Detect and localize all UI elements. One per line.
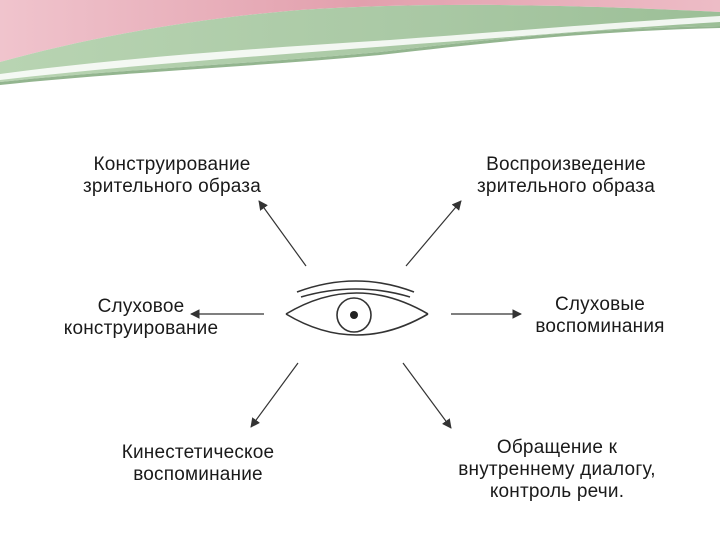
label-kinesthetic-line2: воспоминание	[133, 464, 263, 485]
label-auditory-recall-line1: Слуховые	[554, 294, 646, 315]
label-visual-recall: Воспроизведение зрительного образа	[461, 154, 671, 198]
label-visual-recall-line2: зрительного образа	[477, 176, 655, 197]
label-auditory-recall-line2: воспоминания	[535, 316, 665, 337]
eye-brow-outer	[296, 280, 415, 293]
label-auditory-construct-line2: конструирование	[63, 318, 219, 339]
arrow-internal-dialogue	[402, 362, 452, 429]
eye-upper-lid	[285, 292, 429, 315]
label-internal-dialogue: Обращение к внутреннему диалогу, контрол…	[443, 437, 671, 503]
eye-pupil	[350, 311, 358, 319]
label-visual-construct-line2: зрительного образа	[83, 176, 261, 197]
eye-lower-lid	[285, 313, 429, 336]
label-auditory-construct-line1: Слуховое	[97, 296, 185, 317]
label-internal-dialogue-line3: контроль речи.	[489, 481, 625, 502]
banner-pink-band	[0, 0, 720, 62]
arrow-visual-construct	[258, 200, 307, 267]
eye-icon	[285, 280, 429, 336]
banner-white-stripe	[0, 16, 720, 80]
label-internal-dialogue-line1: Обращение к	[496, 437, 618, 458]
label-internal-dialogue-line2: внутреннему диалогу,	[458, 459, 656, 480]
arrow-visual-recall	[405, 200, 462, 267]
label-visual-recall-line1: Воспроизведение	[486, 154, 646, 175]
label-kinesthetic-line1: Кинестетическое	[121, 442, 275, 463]
label-auditory-recall: Слуховые воспоминания	[520, 294, 680, 338]
label-visual-construct: Конструирование зрительного образа	[68, 154, 276, 198]
arrow-kinesthetic	[250, 362, 299, 428]
decorative-banner	[0, 0, 720, 85]
label-visual-construct-line1: Конструирование	[93, 154, 251, 175]
label-kinesthetic: Кинестетическое воспоминание	[108, 442, 288, 486]
label-auditory-construct: Слуховое конструирование	[48, 296, 234, 340]
eye-iris	[336, 297, 372, 333]
eye-brow-inner	[300, 288, 411, 298]
banner-green-edge	[0, 26, 720, 85]
